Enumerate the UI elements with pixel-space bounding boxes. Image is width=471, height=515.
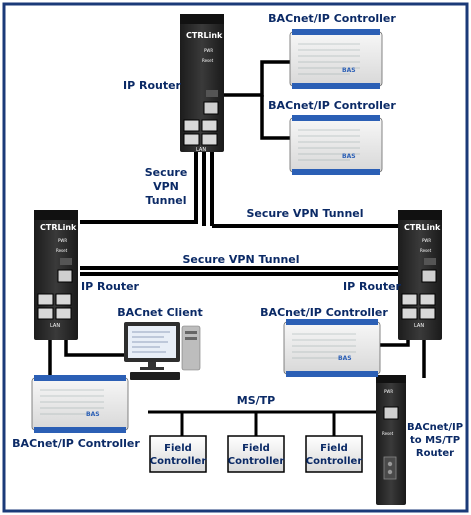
bacnet-client-pc (124, 322, 201, 380)
router-reset-label-right: Reset (420, 248, 432, 253)
router-pwr-label-top: PWR (204, 48, 213, 53)
field-controller-3-line1: Field (320, 443, 348, 454)
bacnet-ip-controller-1: BAS (289, 29, 383, 89)
field-controller-3-line2: Controller (306, 456, 363, 467)
field-controller-1-line2: Controller (150, 456, 207, 467)
field-controller-3: Field Controller (305, 435, 363, 473)
field-controller-1-line1: Field (164, 443, 192, 454)
mstp-router-terminal-block (383, 456, 397, 480)
controller-brand-1: BAS (342, 67, 356, 74)
field-controller-2-line1: Field (242, 443, 270, 454)
router-wan-port-left (57, 269, 73, 283)
label-vpn-vertical-line-2: VPN (153, 180, 179, 193)
label-bacnet-ip-controller-1: BACnet/IP Controller (268, 12, 396, 25)
mstp-router-pwr-label: PWR (384, 389, 393, 394)
controller-brand-2: BAS (342, 153, 356, 160)
ip-router-left: CTRLink PWR Reset LAN (34, 210, 78, 340)
router-brand-left: CTRLink (40, 223, 77, 232)
router-wan-port-top (203, 101, 219, 115)
label-ip-router-right: IP Router (343, 280, 402, 293)
router-brand-right: CTRLink (404, 223, 441, 232)
router-pwr-label-left: PWR (58, 238, 67, 243)
label-vpn-vertical-line-3: Tunnel (145, 194, 186, 207)
label-mstp-router-line-3: Router (416, 448, 454, 459)
label-secure-vpn-tunnel-lower: Secure VPN Tunnel (182, 253, 299, 266)
router-lan-ports-top (183, 119, 218, 146)
label-secure-vpn-tunnel-vertical: Secure VPN Tunnel (145, 166, 188, 207)
controller-brand-3: BAS (338, 355, 352, 362)
label-bacnet-ip-controller-2: BACnet/IP Controller (268, 99, 396, 112)
label-bacnet-ip-to-mstp-router: BACnet/IP to MS/TP Router (407, 422, 463, 459)
router-reset-label-left: Reset (56, 248, 68, 253)
mstp-router-reset-label: Reset (382, 431, 394, 436)
router-reset-label-top: Reset (202, 58, 214, 63)
pc-keyboard (130, 372, 180, 380)
label-ip-router-top: IP Router (123, 79, 182, 92)
label-vpn-vertical-line-1: Secure (145, 166, 188, 179)
bacnet-ip-to-mstp-router: PWR Reset (376, 375, 406, 505)
bacnet-ip-controller-2: BAS (289, 115, 383, 175)
router-serial-port-left (60, 258, 72, 265)
label-bacnet-ip-controller-4: BACnet/IP Controller (12, 437, 140, 450)
router-serial-port-right (424, 258, 436, 265)
field-controller-2-line2: Controller (228, 456, 285, 467)
router-pwr-label-right: PWR (422, 238, 431, 243)
label-secure-vpn-tunnel-upper: Secure VPN Tunnel (246, 207, 363, 220)
router-serial-port-top (206, 90, 218, 97)
ip-router-right: CTRLink PWR Reset LAN (398, 210, 442, 340)
label-bacnet-ip-controller-3: BACnet/IP Controller (260, 306, 388, 319)
router-lan-ports-right (401, 293, 436, 320)
wire-top-router-to-controller-2 (260, 95, 292, 140)
label-bacnet-client: BACnet Client (117, 306, 203, 319)
router-lan-ports-left (37, 293, 72, 320)
router-wan-port-right (421, 269, 437, 283)
wire-top-router-to-controller-1 (222, 60, 292, 97)
router-lan-label-left: LAN (50, 323, 60, 329)
controller-brand-4: BAS (86, 411, 100, 418)
mstp-router-eth-port (383, 406, 399, 420)
bacnet-ip-controller-4: BAS (31, 375, 129, 433)
label-mstp-router-line-1: BACnet/IP (407, 422, 463, 433)
label-ip-router-left: IP Router (81, 280, 140, 293)
ip-router-top: CTRLink PWR Reset LAN (180, 14, 224, 153)
bacnet-ip-controller-3: BAS (283, 319, 381, 377)
label-mstp: MS/TP (237, 394, 275, 407)
field-controller-1: Field Controller (149, 435, 207, 473)
router-brand-top: CTRLink (186, 31, 223, 40)
wire-vpn-to-left-router-a (80, 218, 198, 224)
router-lan-label-top: LAN (196, 147, 206, 153)
label-mstp-router-line-2: to MS/TP (410, 435, 460, 446)
field-controller-2: Field Controller (227, 435, 285, 473)
router-lan-label-right: LAN (414, 323, 424, 329)
